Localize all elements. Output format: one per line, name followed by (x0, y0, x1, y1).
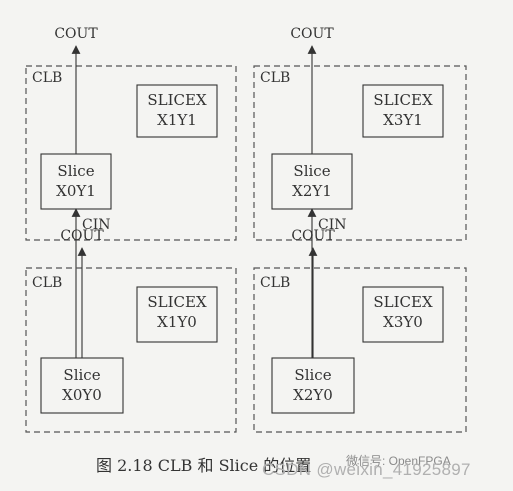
cout-label: COUT (60, 228, 104, 244)
slicex-box (136, 286, 218, 343)
watermark-csdn: CSDN @weixin_41925897 (262, 460, 471, 479)
clb-layer: CLBSLICEXX1Y1SliceX0Y1COUTCINCLBSLICEXX3… (25, 26, 467, 433)
slice-coord: X0Y1 (56, 182, 96, 200)
slicex-name: SLICEX (373, 91, 433, 109)
cout-label: COUT (54, 26, 98, 42)
slicex-coord: X3Y1 (383, 111, 423, 129)
clb-boundary (253, 267, 467, 433)
figure-caption: 图 2.18 CLB 和 Slice 的位置 (96, 456, 312, 475)
watermark-wechat: 微信号: OpenFPGA (346, 454, 451, 468)
slice-coord: X0Y0 (62, 386, 102, 404)
slicex-box (136, 84, 218, 138)
slicex-name: SLICEX (373, 293, 433, 311)
slice-name: Slice (63, 366, 100, 384)
slicex-coord: X3Y0 (383, 313, 423, 331)
slice-name: Slice (57, 162, 94, 180)
slicex-name: SLICEX (147, 293, 207, 311)
clb-boundary (25, 65, 237, 241)
clb-label: CLB (260, 275, 290, 291)
clb-boundary (253, 65, 467, 241)
clb-label: CLB (32, 70, 62, 86)
slice-name: Slice (294, 366, 331, 384)
cout-label: COUT (290, 26, 334, 42)
clb-boundary (25, 267, 237, 433)
clb-label: CLB (32, 275, 62, 291)
slicex-coord: X1Y0 (157, 313, 197, 331)
cin-label: CIN (318, 217, 347, 233)
slicex-name: SLICEX (147, 91, 207, 109)
slicex-coord: X1Y1 (157, 111, 197, 129)
slice-coord: X2Y1 (292, 182, 332, 200)
slicex-box (362, 286, 444, 343)
slice-coord: X2Y0 (293, 386, 333, 404)
slice-name: Slice (293, 162, 330, 180)
cin-label: CIN (82, 217, 111, 233)
cout-label: COUT (291, 228, 335, 244)
slicex-box (362, 84, 444, 138)
clb-label: CLB (260, 70, 290, 86)
